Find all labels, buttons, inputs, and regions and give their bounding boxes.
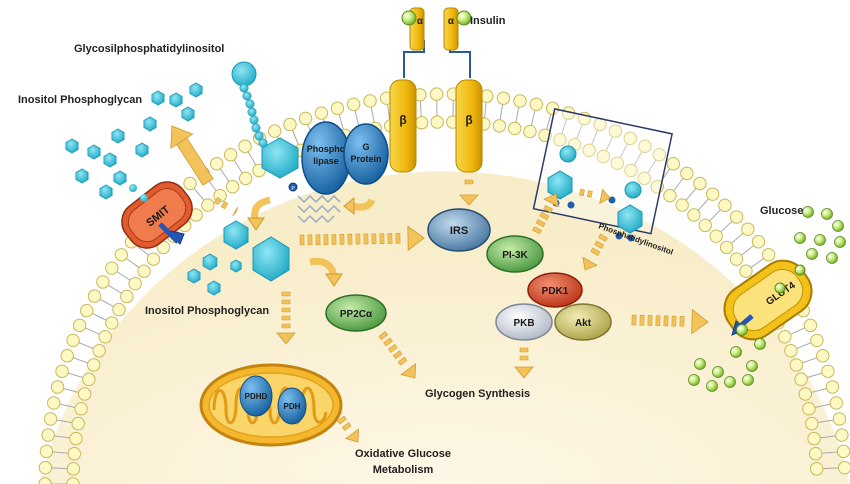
phospholipase-label-2: lipase bbox=[313, 156, 339, 166]
pdhd-label: PDHD bbox=[245, 392, 268, 401]
insulin-label: Insulin bbox=[470, 15, 506, 27]
pp2ca-label: PP2Cα bbox=[340, 309, 373, 320]
g-protein-label-1: G bbox=[362, 142, 369, 152]
pi3k-label: PI-3K bbox=[502, 250, 528, 261]
glycogen-synthesis-label: Glycogen Synthesis bbox=[425, 388, 530, 400]
beta-subunit-right-label: β bbox=[465, 113, 472, 127]
pdh-label: PDH bbox=[284, 402, 301, 411]
irs-protein bbox=[427, 208, 491, 252]
glucose-label: Glucose bbox=[760, 205, 803, 217]
gpi-label: Glycosilphosphatidylinositol bbox=[74, 43, 224, 55]
pp2ca-protein bbox=[325, 294, 387, 332]
g-protein-label-2: Protein bbox=[350, 154, 381, 164]
alpha-subunit-right-label: α bbox=[448, 16, 455, 27]
pdk1-label: PDK1 bbox=[542, 286, 569, 297]
signal-arrows bbox=[170, 125, 709, 443]
oxidative-label-1: Oxidative Glucose bbox=[355, 448, 451, 460]
akt-protein bbox=[554, 303, 612, 341]
inositol-phosphoglycan-molecules bbox=[65, 82, 242, 296]
oxidative-label-2: Metabolism bbox=[373, 464, 434, 476]
ipg-top-label: Inositol Phosphoglycan bbox=[18, 94, 142, 106]
pdk1-protein bbox=[527, 272, 583, 308]
mitochondrion bbox=[199, 363, 343, 447]
svg-text:P: P bbox=[291, 186, 295, 192]
pi3k-protein bbox=[486, 235, 544, 273]
insulin-molecule-left bbox=[401, 10, 417, 26]
phosphatidylinositol-box bbox=[532, 108, 673, 235]
irs-label: IRS bbox=[450, 225, 468, 237]
gpi-inositol-hexagon bbox=[261, 137, 299, 179]
akt-label: Akt bbox=[575, 318, 592, 329]
g-protein bbox=[343, 123, 389, 185]
insulin-molecule-right bbox=[456, 10, 472, 26]
glucose-molecules bbox=[688, 206, 846, 392]
pkb-label: PKB bbox=[513, 318, 534, 329]
phospholipase-label-1: Phospho bbox=[307, 144, 346, 154]
alpha-subunit-left-label: α bbox=[417, 16, 424, 27]
pkb-protein bbox=[495, 303, 553, 341]
gpi-anchor bbox=[231, 61, 268, 148]
ipg-mid-label: Inositol Phosphoglycan bbox=[145, 305, 269, 317]
phospholipid-tail bbox=[297, 194, 341, 224]
beta-subunit-left-label: β bbox=[399, 113, 406, 127]
